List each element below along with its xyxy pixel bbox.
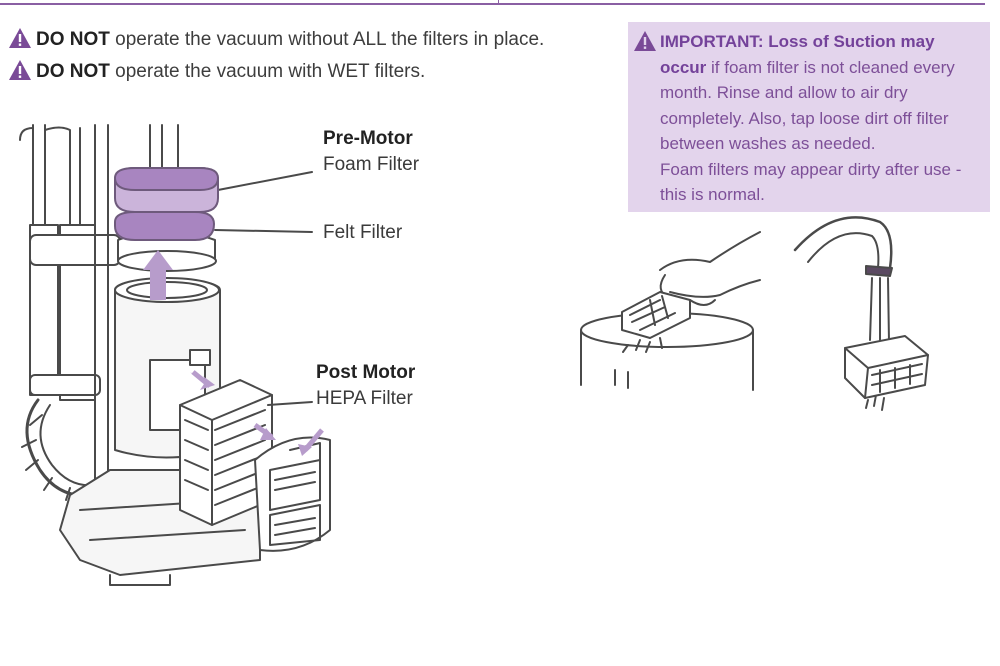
warning-emphasis: DO NOT: [36, 29, 110, 50]
callout-note: Foam filters may appear dirty after use …: [660, 159, 962, 205]
callout-text: IMPORTANT: Loss of Suction may occur if …: [660, 29, 980, 208]
post-motor-title: Post Motor: [316, 362, 416, 383]
pre-motor-label: Pre-Motor Foam Filter: [323, 126, 419, 178]
warning-emphasis: DO NOT: [36, 61, 110, 82]
top-divider: [0, 3, 985, 5]
pre-motor-title: Pre-Motor: [323, 128, 413, 149]
faucet-illustration: [793, 216, 893, 411]
warning-text: operate the vacuum with WET filters.: [109, 61, 426, 82]
divider-tick: [498, 0, 499, 4]
callout-body: if foam filter is not cleaned every mont…: [660, 57, 955, 154]
felt-filter-text: Felt Filter: [323, 222, 403, 243]
post-motor-subtitle: HEPA Filter: [316, 388, 413, 409]
warning-icon: [634, 31, 656, 51]
warning-wet-filters: DO NOT operate the vacuum with WET filte…: [8, 59, 425, 83]
callout-heading: IMPORTANT: Loss of Suction may occur: [660, 32, 935, 77]
post-motor-label: Post Motor HEPA Filter: [316, 360, 415, 412]
warning-no-filters: DO NOT operate the vacuum without ALL th…: [8, 27, 544, 51]
warning-text: operate the vacuum without ALL the filte…: [109, 29, 545, 50]
important-callout: IMPORTANT: Loss of Suction may occur if …: [628, 22, 990, 212]
felt-filter-label: Felt Filter: [323, 220, 402, 246]
warning-icon: [9, 28, 31, 48]
warning-icon: [9, 60, 31, 80]
pre-motor-subtitle: Foam Filter: [323, 154, 420, 175]
